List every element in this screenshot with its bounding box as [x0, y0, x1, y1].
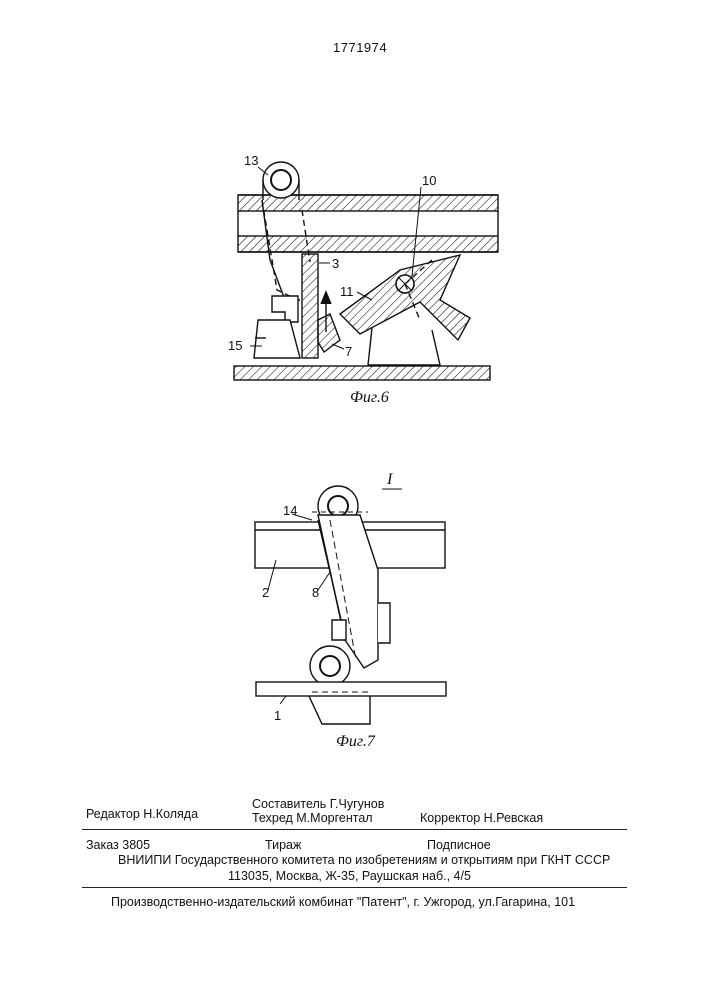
label-8: 8: [312, 585, 319, 600]
label-13: 13: [244, 153, 258, 168]
label-14: 14: [283, 503, 297, 518]
caption-fig6: Фиг.6: [350, 389, 389, 406]
support: [368, 328, 440, 365]
figure-6: [234, 162, 498, 380]
upper-beam: [238, 195, 498, 252]
drawings: 13 10 3 11 15 7 Фиг.6: [0, 0, 707, 780]
rule-top: [82, 829, 627, 830]
lower-base: [234, 366, 490, 380]
label-15: 15: [228, 338, 242, 353]
caption-fig7: Фиг.7: [336, 733, 376, 750]
view-mark: I: [386, 471, 393, 488]
pawl-3: [302, 254, 318, 358]
address-line: 113035, Москва, Ж-35, Раушская наб., 4/5: [228, 869, 471, 883]
corrector-line: Корректор Н.Ревская: [420, 811, 543, 825]
compiler-line: Составитель Г.Чугунов: [252, 797, 384, 811]
institute-line: ВНИИПИ Государственного комитета по изоб…: [118, 853, 610, 867]
circulation-line: Тираж: [265, 838, 301, 852]
order-line: Заказ 3805: [86, 838, 150, 852]
label-1: 1: [274, 708, 281, 723]
label-10: 10: [422, 173, 436, 188]
techred-line: Техред М.Моргентал: [252, 811, 373, 825]
rule-bottom: [82, 887, 627, 888]
rail-1: [256, 682, 446, 696]
figure-7: [255, 486, 446, 724]
label-3: 3: [332, 256, 339, 271]
label-7: 7: [345, 344, 352, 359]
label-2: 2: [262, 585, 269, 600]
publisher-line: Производственно-издательский комбинат "П…: [111, 895, 575, 909]
subscription-line: Подписное: [427, 838, 491, 852]
label-11: 11: [340, 284, 354, 299]
lever-11: [340, 255, 470, 340]
editor-line: Редактор Н.Коляда: [86, 807, 198, 821]
stop-15: [254, 320, 300, 358]
